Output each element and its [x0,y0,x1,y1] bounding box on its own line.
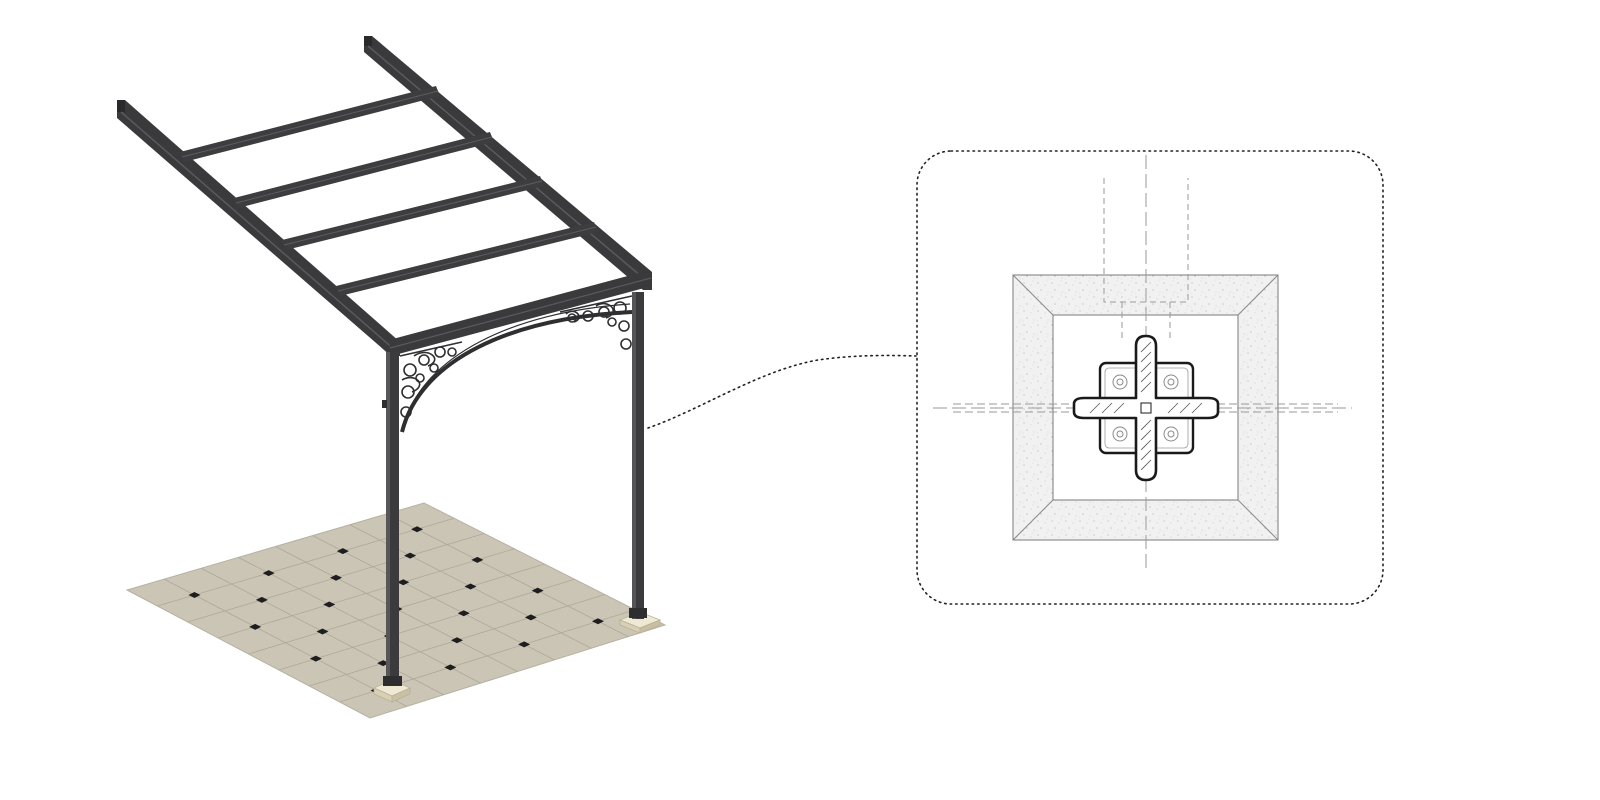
paving-insert [411,526,424,533]
paving-insert [471,556,484,563]
paving-insert [531,587,544,594]
paving-insert [591,618,604,625]
anchor-bolt-icon [1163,374,1179,390]
paving-joint [312,535,555,661]
paving-insert [336,548,349,555]
paving-insert [404,552,417,559]
anchor-bolts [1112,374,1179,442]
column-left [382,352,402,686]
paving-insert [188,592,201,599]
anchor-bolt-icon [1112,374,1128,390]
paving-insert [457,610,470,617]
cross-bar-3 [282,176,544,250]
cross-bar-2 [234,132,494,208]
paving-insert [451,637,463,644]
column-base-detail [916,150,1384,605]
paving-insert [255,596,268,603]
paving-insert [518,641,531,648]
roof-cross-bars [180,86,598,296]
paving-insert [323,601,336,608]
paving-insert [249,623,262,630]
paving-insert [262,570,275,577]
cross-bar-1 [180,86,440,162]
paving-insert [330,574,342,581]
cruciform-column-section [1072,334,1220,482]
left-bracket-scrollwork [399,341,463,418]
paving-insert [397,579,410,586]
paving-joint [386,513,629,637]
paving-joint [278,578,575,671]
paving-insert [524,614,537,621]
detail-leader-line [647,354,917,429]
paving-insert [464,583,477,590]
cross-bar-4 [336,222,598,296]
right-bracket-scrollwork [559,295,633,350]
column-right [629,292,647,619]
anchor-bolt-icon [1112,426,1128,442]
paving-insert [444,664,457,671]
roof-beams [117,36,652,356]
paving-insert [316,628,329,635]
paving-insert [309,655,322,662]
ornamental-arch [399,295,633,433]
anchor-bolt-icon [1163,426,1179,442]
pergola-illustration [117,36,667,719]
